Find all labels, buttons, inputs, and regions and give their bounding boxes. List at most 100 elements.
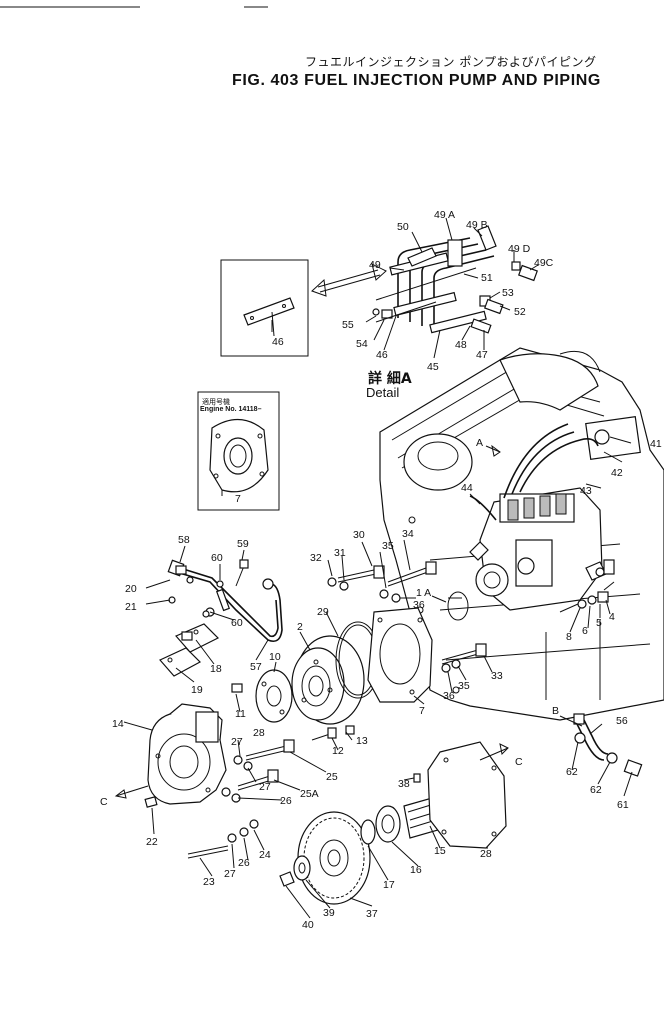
callout-27c: 27 [224,868,236,880]
callout-60b: 60 [231,617,243,629]
callout-51: 51 [481,272,493,284]
callout-34: 34 [402,528,414,540]
callout-33: 33 [491,670,503,682]
callout-43: 43 [580,485,592,497]
callout-48: 48 [455,339,467,351]
flange-18-19 [159,623,220,677]
callout-46a: 46 [272,336,284,348]
callout-26b: 26 [238,857,250,869]
callout-5: 5 [596,617,602,629]
bolts-25-25a-12 [221,725,355,803]
washer-39-nut-40 [279,855,311,887]
callout-31: 31 [334,547,346,559]
housing-7 [367,607,433,703]
callout-17: 17 [383,879,395,891]
callout-35b: 35 [458,680,470,692]
callout-50: 50 [397,221,409,233]
callout-19: 19 [191,684,203,696]
callout-54: 54 [356,338,368,350]
callout-36a: 36 [413,599,425,611]
callout-27b: 27 [259,781,271,793]
callout-58: 58 [178,534,190,546]
callout-C2: C [515,756,523,768]
callout-49a: 49 A [434,209,455,221]
callout-49: 49 [369,259,381,271]
gasket-28 [427,741,507,849]
callout-7b: 7 [419,705,425,717]
callout-55: 55 [342,319,354,331]
callout-28b: 28 [480,848,492,860]
callout-37: 37 [366,908,378,920]
callout-35a: 35 [382,540,394,552]
callout-11: 11 [235,708,246,720]
double-arrow-to-detail [311,263,387,297]
callout-59: 59 [237,538,249,550]
callout-27a: 27 [231,736,243,748]
coupling-10 [231,669,293,723]
callout-B: B [552,705,559,717]
callout-44: 44 [461,482,473,494]
callout-39: 39 [323,907,335,919]
studs-22-23 [144,796,259,859]
callout-13: 13 [356,735,368,747]
drive-gear-2 [291,635,365,725]
callout-62b: 62 [590,784,602,796]
callout-61: 61 [617,799,629,811]
callout-29: 29 [317,606,329,618]
callout-49b: 49 B [466,219,488,231]
callout-52: 52 [514,306,526,318]
callout-47: 47 [476,349,488,361]
callout-21: 21 [125,601,137,613]
callout-25: 25 [326,771,338,783]
leader-lines [123,320,633,919]
callout-53: 53 [502,287,514,299]
callout-49c: 49C [534,257,554,269]
inset-box-46 [220,259,309,357]
callout-2: 2 [297,621,303,633]
callout-25a: 25A [300,788,319,800]
callout-38: 38 [398,778,410,790]
callout-22: 22 [146,836,158,848]
callout-4: 4 [609,611,615,623]
cover-14 [147,703,227,805]
detail-a-pipe-cluster [372,225,538,334]
callout-7a: 7 [235,493,241,505]
callout-40: 40 [302,919,314,931]
callout-C1: C [100,796,108,808]
callout-42: 42 [611,467,623,479]
callout-1a: 1 A [416,587,431,599]
callout-10: 10 [269,651,281,663]
callout-24: 24 [259,849,271,861]
callout-14: 14 [112,718,124,730]
inset-box-engine-serial [197,391,280,511]
callout-36b: 36 [443,690,455,702]
serial-box-label-english: Engine No. 14118– [200,406,262,413]
detail-label-english: Detail [366,385,400,400]
callout-8: 8 [566,631,572,643]
callout-57: 57 [250,661,262,673]
callout-62a: 62 [566,766,578,778]
direction-arrows [114,444,615,799]
callout-26a: 26 [280,795,292,807]
callout-A: A [476,437,483,449]
title-english: FIG. 403 FUEL INJECTION PUMP AND PIPING [232,72,601,89]
callout-28a: 28 [253,727,265,739]
callout-49d: 49 D [508,243,531,255]
callout-18: 18 [210,663,222,675]
callout-15: 15 [434,845,446,857]
injection-pump [469,423,607,611]
detail-a-leader-lines [365,217,539,359]
callout-45: 45 [427,361,439,373]
callout-46b: 46 [376,349,388,361]
callout-60a: 60 [211,552,223,564]
fittings-20-21-58-59-60 [168,559,249,618]
callout-23: 23 [203,876,215,888]
callout-56: 56 [616,715,628,727]
serial-box-label-japanese: 適用号機 [202,398,230,406]
gear-37 [297,811,371,905]
callout-41: 41 [650,438,662,450]
detail-label-japanese: 詳 細A [368,371,412,387]
fuel-pipe-57 [167,559,283,643]
